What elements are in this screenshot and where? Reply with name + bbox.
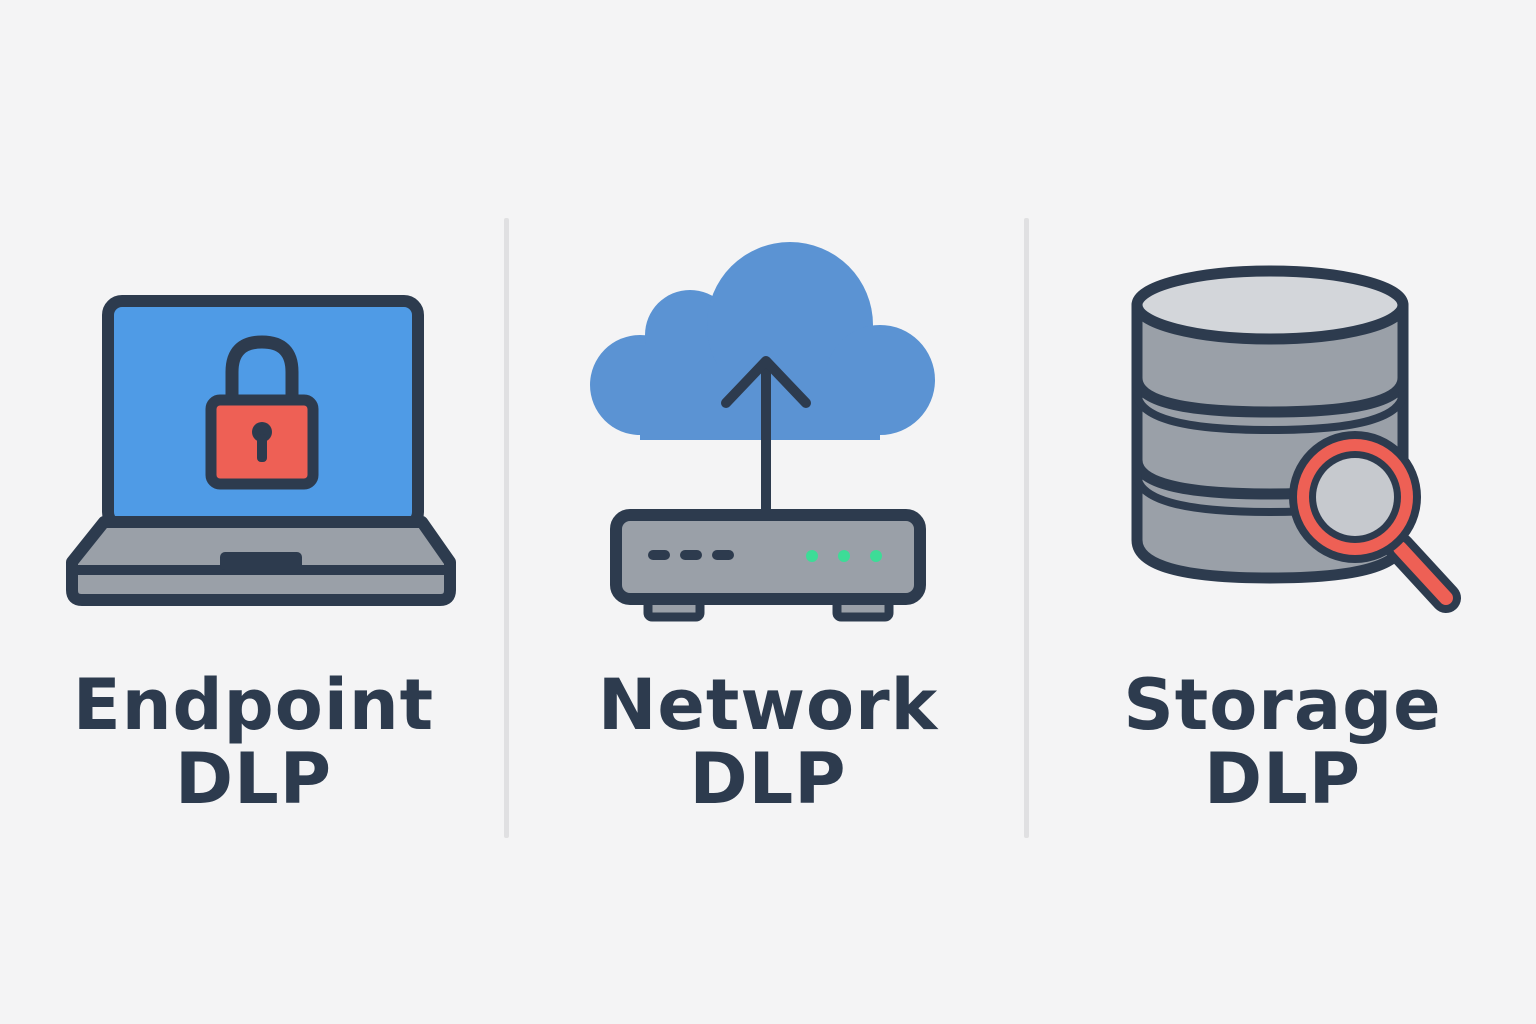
title-line-1: Network — [597, 664, 939, 746]
title-line-1: Endpoint — [72, 664, 435, 746]
title-line-1: Storage — [1123, 664, 1442, 746]
divider — [504, 218, 509, 838]
led-icon — [870, 550, 882, 562]
panel-endpoint-dlp: Endpoint DLP — [0, 0, 507, 1024]
router-icon — [610, 509, 926, 622]
panel-storage-dlp: Storage DLP — [1029, 0, 1536, 1024]
cloud-upload-router-icon — [590, 242, 935, 622]
led-icon — [806, 550, 818, 562]
laptop-trackpad — [220, 552, 302, 570]
panel-network-dlp: Network DLP — [510, 0, 1026, 1024]
magnifier-icon — [1289, 431, 1461, 613]
keyhole — [252, 422, 272, 442]
panel-title: Storage DLP — [1029, 668, 1536, 816]
panel-title: Network DLP — [510, 668, 1026, 816]
led-icon — [838, 550, 850, 562]
database-search-icon — [1131, 265, 1461, 613]
panel-title: Endpoint DLP — [0, 668, 507, 816]
laptop-lock-icon — [66, 295, 456, 606]
upload-arrow-icon — [721, 356, 811, 525]
title-line-2: DLP — [1203, 738, 1361, 820]
lock-shackle — [225, 335, 299, 402]
title-line-2: DLP — [174, 738, 332, 820]
divider — [1024, 218, 1029, 838]
title-line-2: DLP — [689, 738, 847, 820]
cloud-icon — [590, 242, 935, 440]
